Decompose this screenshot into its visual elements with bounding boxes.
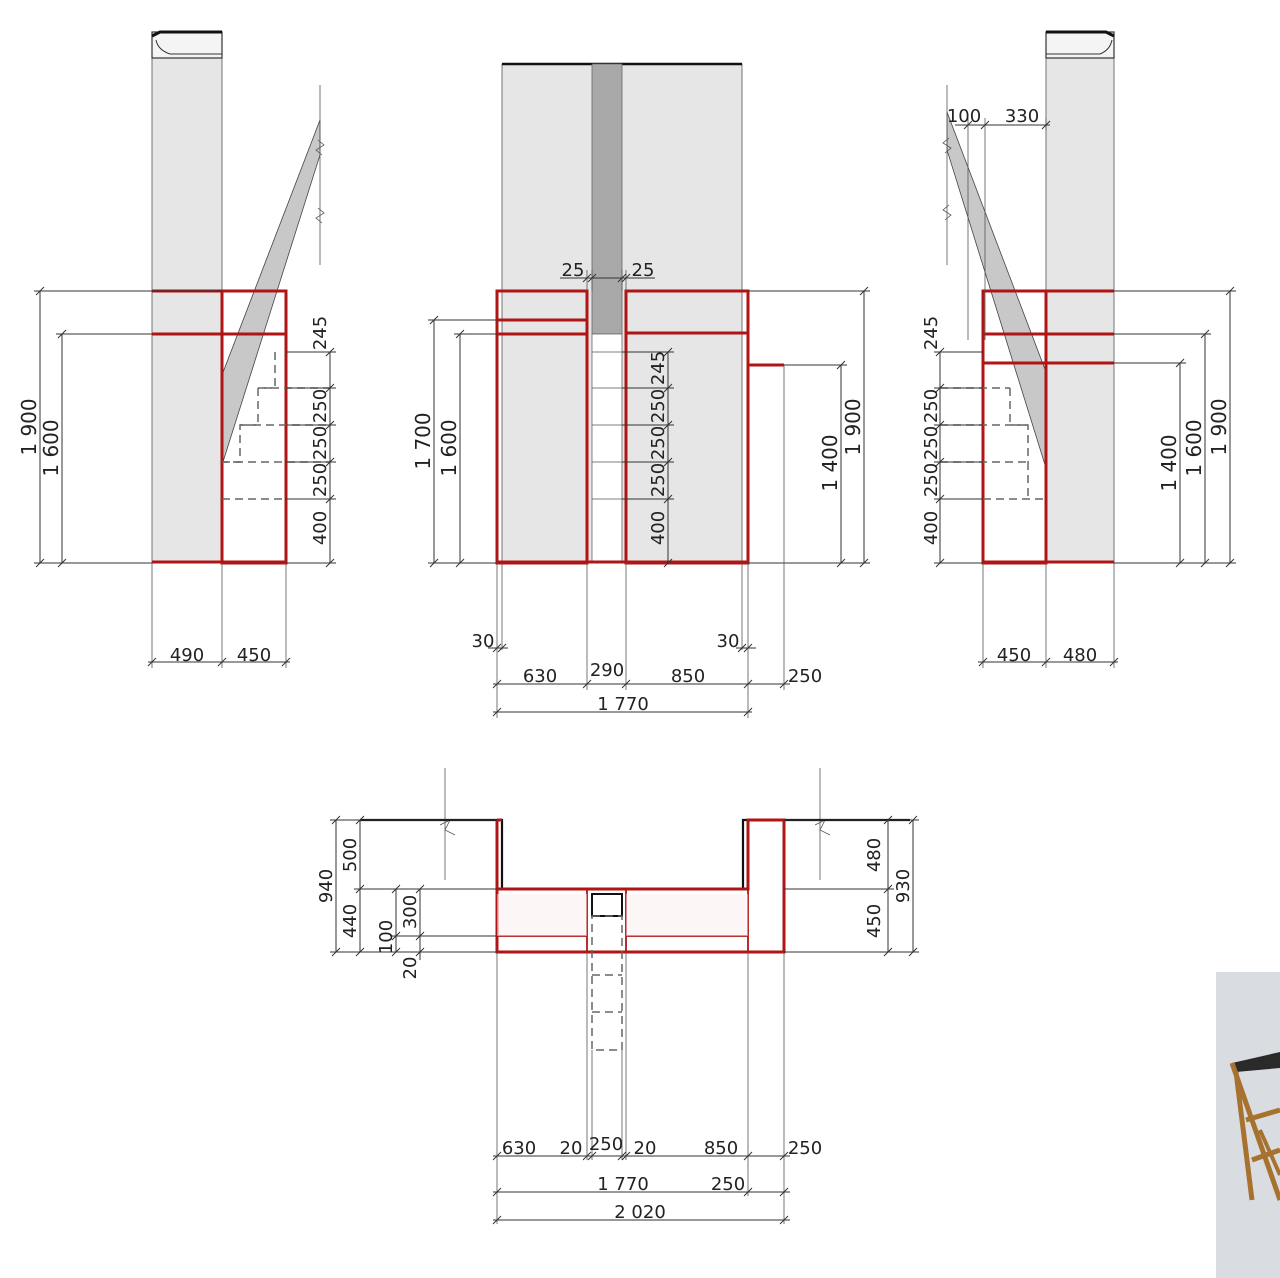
dim-plan-930: 930 <box>893 869 914 903</box>
dim-left-450: 450 <box>237 645 271 666</box>
left-wall-column <box>151 57 223 564</box>
dim-front-1400: 1 400 <box>818 434 842 491</box>
dim-front-30a: 30 <box>472 631 495 652</box>
dim-front-250b: 250 <box>648 426 669 460</box>
dim-right-1600: 1 600 <box>1182 419 1206 476</box>
dim-left-250c: 250 <box>310 463 331 497</box>
dim-front-25b: 25 <box>632 260 655 281</box>
right-side-elevation: 100 330 245 250 250 250 400 1 400 1 600 … <box>921 30 1236 668</box>
dim-right-480: 480 <box>1063 645 1097 666</box>
dim-front-1700: 1 700 <box>411 412 435 469</box>
dim-plan-1770: 1 770 <box>597 1174 649 1195</box>
front-elevation: 25 25 1 700 1 600 245 250 250 250 400 1 … <box>411 62 870 718</box>
dim-left-1600: 1 600 <box>39 419 63 476</box>
dim-right-245: 245 <box>921 316 942 350</box>
dim-front-250a: 250 <box>648 389 669 423</box>
dim-plan-250b: 250 <box>788 1138 822 1159</box>
dim-left-245: 245 <box>310 316 331 350</box>
dim-right-1400: 1 400 <box>1157 434 1181 491</box>
dim-front-25a: 25 <box>562 260 585 281</box>
dim-plan-20: 20 <box>400 957 421 980</box>
dim-plan-850: 850 <box>704 1138 738 1159</box>
dim-left-400: 400 <box>310 511 331 545</box>
dim-front-850: 850 <box>671 666 705 687</box>
dim-right-1900: 1 900 <box>1207 398 1231 455</box>
dim-plan-450: 450 <box>864 904 885 938</box>
front-ladder-column <box>591 63 623 335</box>
dim-plan-630: 630 <box>502 1138 536 1159</box>
dim-right-400: 400 <box>921 511 942 545</box>
dim-plan-250a: 250 <box>589 1134 623 1155</box>
dim-left-1900: 1 900 <box>17 398 41 455</box>
dim-front-290: 290 <box>590 660 624 681</box>
dim-right-250c: 250 <box>921 463 942 497</box>
dim-plan-940: 940 <box>316 869 337 903</box>
right-wall-column <box>1045 57 1115 564</box>
dim-plan-20b: 20 <box>634 1138 657 1159</box>
dim-right-250b: 250 <box>921 426 942 460</box>
dim-front-400: 400 <box>648 511 669 545</box>
dim-right-330: 330 <box>1005 106 1039 127</box>
dim-plan-440: 440 <box>340 904 361 938</box>
3d-preview-thumbnail <box>1216 972 1280 1278</box>
dim-plan-500: 500 <box>340 838 361 872</box>
dim-plan-250c: 250 <box>711 1174 745 1195</box>
dim-front-250c: 250 <box>648 463 669 497</box>
dim-right-450: 450 <box>997 645 1031 666</box>
dim-left-490: 490 <box>170 645 204 666</box>
dim-front-30b: 30 <box>717 631 740 652</box>
dim-front-630: 630 <box>523 666 557 687</box>
dim-front-1770: 1 770 <box>597 694 649 715</box>
dim-front-1600: 1 600 <box>437 419 461 476</box>
dim-right-250a: 250 <box>921 389 942 423</box>
dim-plan-300: 300 <box>400 895 421 929</box>
dim-front-1900: 1 900 <box>841 398 865 455</box>
dim-left-250a: 250 <box>310 389 331 423</box>
dim-right-100: 100 <box>947 106 981 127</box>
dim-left-250b: 250 <box>310 426 331 460</box>
dim-plan-2020: 2 020 <box>614 1202 666 1223</box>
dim-plan-100: 100 <box>376 920 397 954</box>
dim-plan-20a: 20 <box>560 1138 583 1159</box>
plan-view: 940 500 440 300 100 20 480 450 930 630 2… <box>316 768 919 1225</box>
dim-front-245: 245 <box>648 351 669 385</box>
dim-plan-480: 480 <box>864 838 885 872</box>
left-side-elevation: 1 900 1 600 245 250 250 250 400 490 450 <box>17 30 336 668</box>
dim-front-250: 250 <box>788 666 822 687</box>
